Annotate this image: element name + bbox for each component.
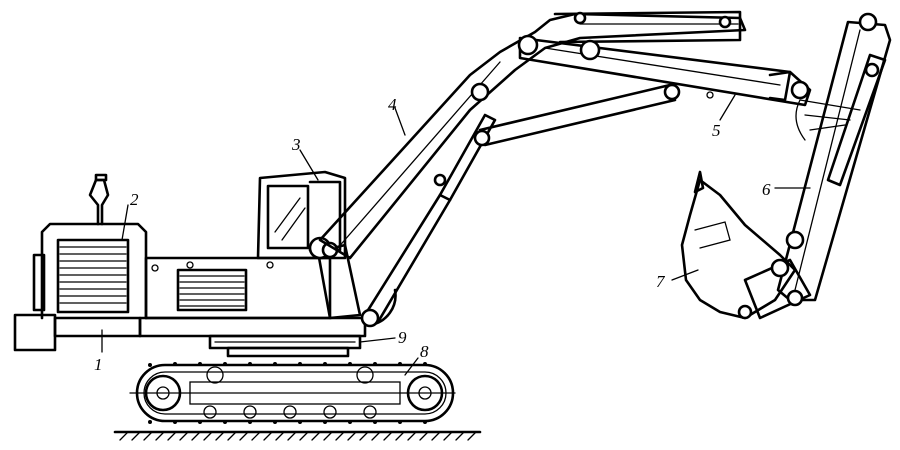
- label-5: 5: [712, 121, 721, 140]
- crawler-track: [129, 362, 456, 424]
- upper-housing: [144, 256, 332, 320]
- label-9: 9: [398, 328, 407, 347]
- leader-lines: [101, 94, 811, 376]
- label-7: 7: [656, 272, 666, 291]
- arm: [517, 34, 812, 107]
- label-6: 6: [762, 180, 771, 199]
- stick-cylinder: [473, 83, 681, 147]
- boom-cylinders: [360, 82, 497, 328]
- label-3: 3: [291, 135, 301, 154]
- label-2: 2: [130, 190, 139, 209]
- label-1: 1: [94, 355, 103, 374]
- label-4: 4: [388, 95, 397, 114]
- ground: [113, 430, 482, 441]
- label-8: 8: [420, 342, 429, 361]
- stick: [776, 12, 892, 302]
- part-labels: 1 2 3 4 5 6 7 8 9: [94, 95, 771, 374]
- rear-frame: [13, 313, 367, 352]
- turntable: [208, 334, 362, 358]
- bucket: [680, 170, 812, 320]
- engine-housing: [32, 173, 148, 320]
